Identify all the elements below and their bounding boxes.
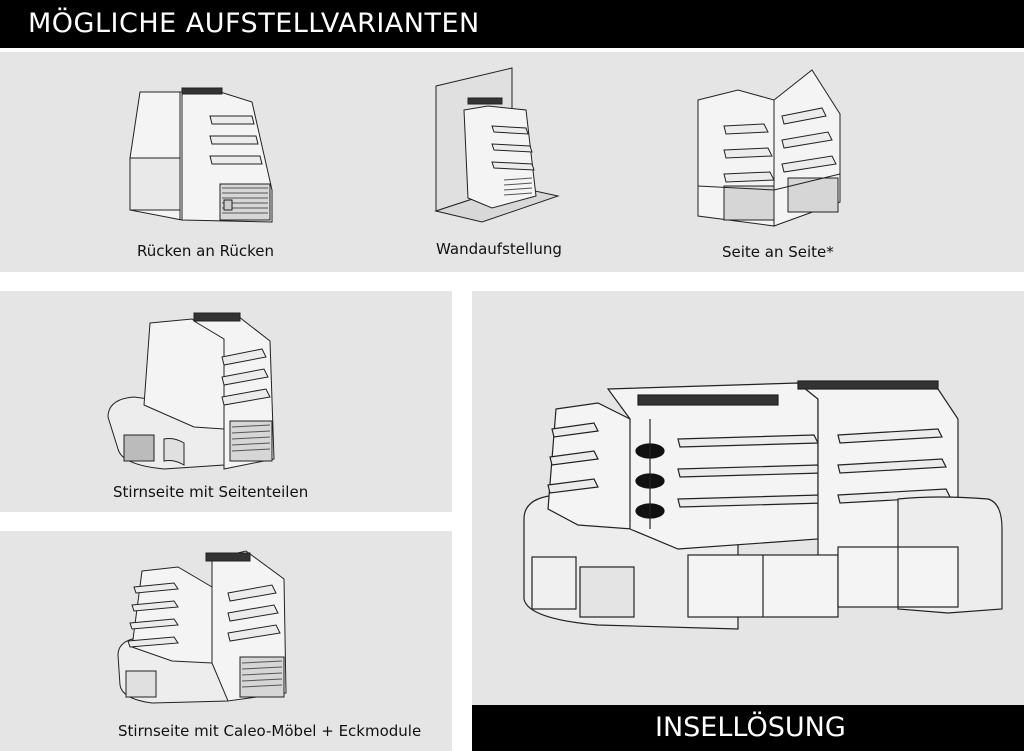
back-to-back-counter-illustration — [122, 80, 282, 230]
island-panel — [472, 291, 1024, 705]
variant-caption: Stirnseite mit Caleo-Möbel + Eckmodule — [118, 722, 422, 740]
side-by-side-counter-illustration — [694, 66, 844, 228]
variant-caption: Rücken an Rücken — [137, 242, 275, 260]
variant-caption: Stirnseite mit Seitenteilen — [113, 483, 309, 501]
caleo-corner-modules-illustration — [112, 543, 298, 707]
top-variants-panel: Rücken an Rücken Wandaufstellung — [0, 52, 1024, 272]
end-side-panels-panel: Stirnseite mit Seitenteilen — [0, 291, 452, 512]
caleo-corner-panel: Stirnseite mit Caleo-Möbel + Eckmodule — [0, 531, 452, 751]
island-counter-illustration — [518, 379, 1004, 639]
end-side-panels-illustration — [104, 309, 290, 471]
island-title-bar: INSELLÖSUNG — [472, 705, 1024, 751]
page-title: MÖGLICHE AUFSTELLVARIANTEN — [28, 8, 480, 39]
wall-counter-illustration — [432, 66, 562, 226]
variant-caption: Seite an Seite* — [722, 243, 834, 261]
header-bar: MÖGLICHE AUFSTELLVARIANTEN — [0, 0, 1024, 48]
variant-caption: Wandaufstellung — [436, 240, 562, 258]
island-title: INSELLÖSUNG — [655, 712, 846, 743]
